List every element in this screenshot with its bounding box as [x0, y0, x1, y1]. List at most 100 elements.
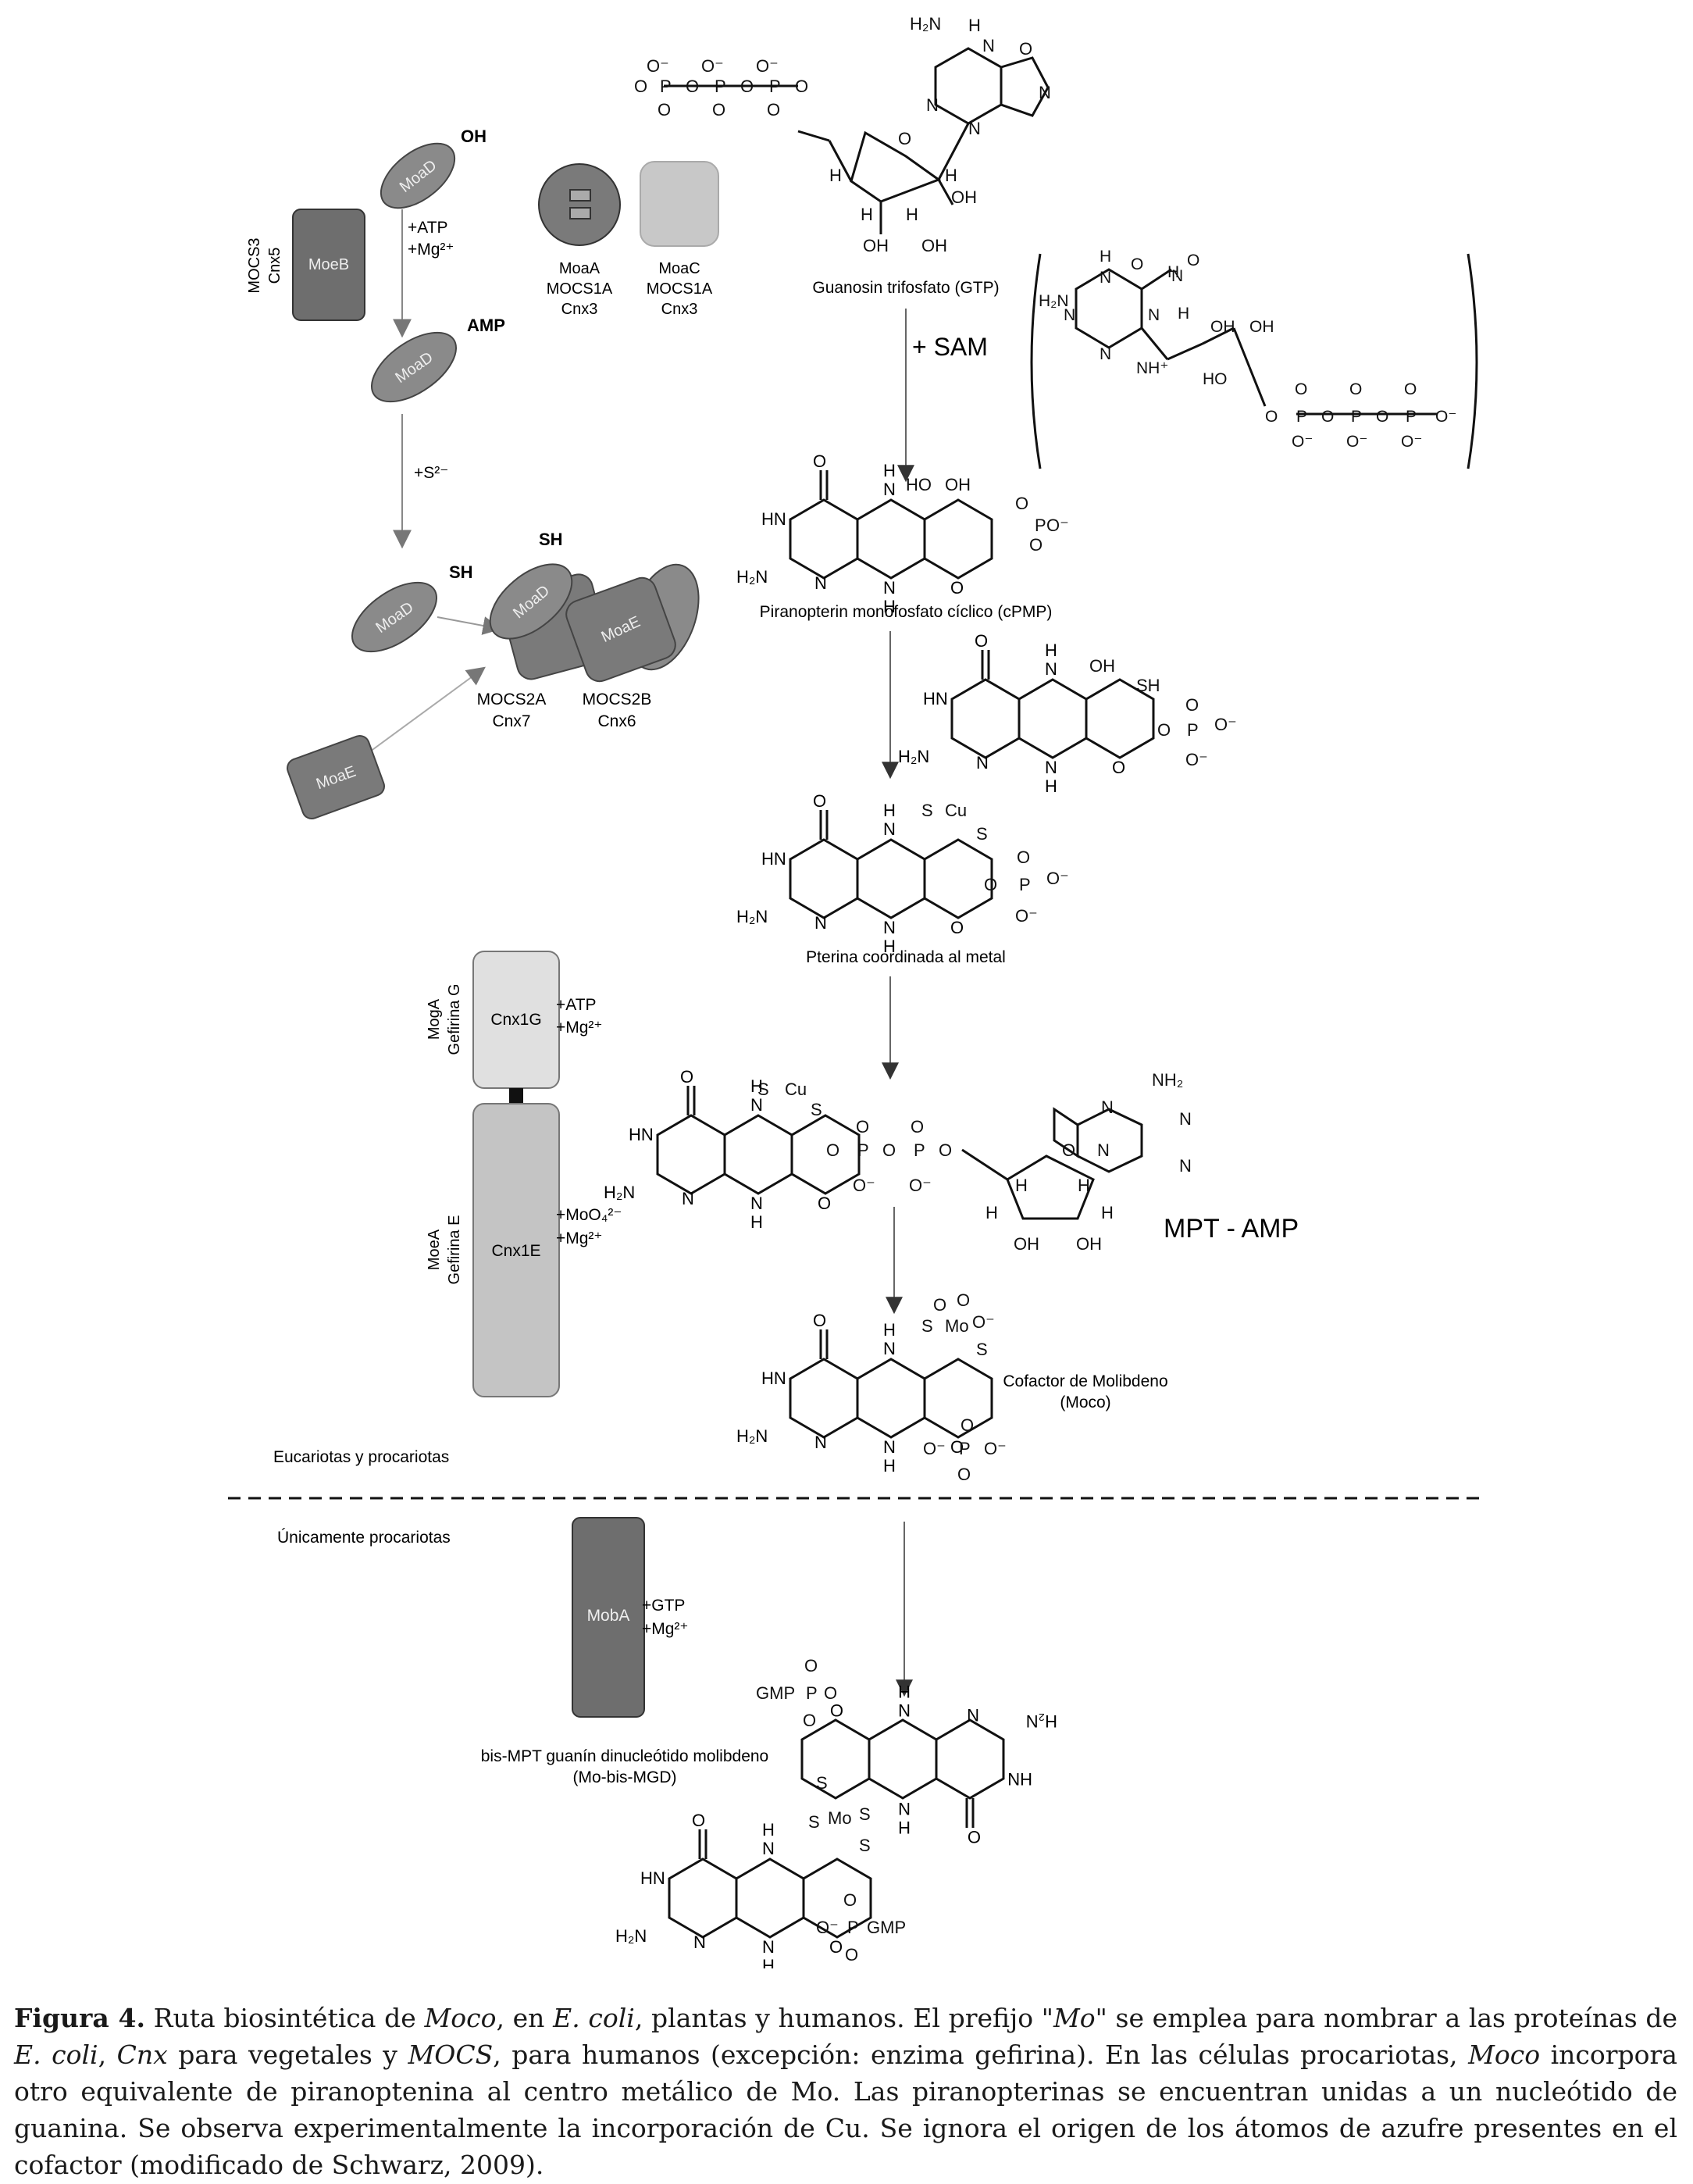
svg-text:O⁻: O⁻ — [1292, 433, 1313, 451]
moco-name-2: (Moco) — [1060, 1394, 1110, 1411]
moaA-label: MoaA — [559, 260, 601, 277]
gefirina-g-label: Gefirina G — [446, 983, 463, 1055]
svg-text:O: O — [845, 1945, 858, 1965]
svg-text:H₂N: H₂N — [1039, 292, 1068, 310]
svg-text:OH: OH — [863, 236, 889, 255]
svg-text:P: P — [914, 1140, 925, 1160]
svg-text:N: N — [1039, 83, 1051, 102]
svg-text:O⁻: O⁻ — [1346, 433, 1367, 451]
svg-text:O: O — [984, 875, 997, 894]
pterina-name: Pterina coordinada al metal — [806, 948, 1006, 966]
svg-text:O: O — [686, 77, 699, 96]
svg-text:O⁻: O⁻ — [984, 1439, 1007, 1458]
svg-text:S: S — [976, 1340, 988, 1359]
svg-text:O: O — [803, 1711, 816, 1730]
mgd-name-1: bis-MPT guanín dinucleótido molibdeno — [481, 1747, 769, 1765]
svg-text:P: P — [1296, 408, 1307, 426]
moaA-mocs-label: MOCS1A — [547, 280, 613, 298]
moco-name-1: Cofactor de Molibdeno — [1003, 1372, 1167, 1390]
caption-text-8: incorpora otro equivalente de piranopten… — [14, 2039, 1677, 2180]
caption-ecoli-2: E. coli — [14, 2039, 98, 2070]
svg-text:O: O — [1404, 380, 1417, 398]
figure-caption: Figura 4. Ruta biosintética de Moco, en … — [14, 2000, 1677, 2183]
svg-text:S: S — [816, 1773, 828, 1793]
mobA-gtp: +GTP — [642, 1597, 685, 1615]
caption-text-3: , plantas y humanos. El prefijo " — [634, 2003, 1053, 2033]
sh-label-1: SH — [449, 562, 473, 582]
svg-text:P: P — [715, 77, 726, 96]
mgd-name-2: (Mo-bis-MGD) — [573, 1768, 677, 1786]
svg-text:OH: OH — [1076, 1234, 1102, 1254]
svg-text:O⁻: O⁻ — [647, 56, 669, 76]
svg-text:S: S — [921, 1316, 933, 1336]
svg-text:O: O — [740, 77, 754, 96]
svg-text:OH: OH — [1210, 318, 1235, 336]
svg-text:O⁻: O⁻ — [1185, 750, 1208, 769]
moaC-protein: MoaC MOCS1A Cnx3 — [640, 161, 719, 318]
svg-text:O: O — [961, 1415, 974, 1435]
svg-text:O: O — [1187, 252, 1199, 269]
mpt-amp-label: MPT - AMP — [1164, 1214, 1299, 1244]
mptamp-pterin — [602, 1065, 861, 1233]
cnx6-label: Cnx6 — [597, 712, 636, 730]
svg-text:O: O — [1019, 39, 1032, 59]
amp-label: AMP — [467, 316, 505, 335]
svg-text:P: P — [1351, 408, 1362, 426]
svg-text:O: O — [1015, 494, 1028, 513]
mgd-lower — [614, 1809, 872, 1968]
svg-text:N: N — [968, 119, 981, 138]
caption-text-2: , en — [496, 2003, 554, 2033]
gtp-structure — [664, 47, 1050, 234]
atp-label: +ATP — [408, 219, 448, 237]
svg-text:Cu: Cu — [945, 801, 967, 820]
svg-text:Mo: Mo — [828, 1808, 852, 1828]
svg-text:H: H — [1015, 1176, 1028, 1195]
svg-text:O: O — [1017, 848, 1030, 867]
svg-text:H: H — [968, 16, 981, 35]
moaC-label: MoaC — [658, 260, 700, 277]
svg-text:H: H — [1178, 305, 1189, 323]
svg-text:H: H — [906, 205, 918, 224]
svg-text:O⁻: O⁻ — [909, 1176, 932, 1195]
mocs3-label: MOCS3 — [246, 237, 263, 293]
svg-text:S: S — [921, 801, 933, 820]
moeB-label: MoeB — [308, 256, 349, 273]
svg-text:O: O — [1265, 408, 1278, 426]
svg-text:O: O — [856, 1117, 869, 1137]
svg-text:O⁻: O⁻ — [1046, 516, 1069, 535]
svg-text:OH: OH — [1014, 1234, 1039, 1254]
cnx1e-protein: Cnx1E MoeA Gefirina E +MoO₄²⁻ +Mg²⁺ — [426, 1103, 622, 1397]
svg-text:SH: SH — [1136, 676, 1160, 695]
caption-figure-number: Figura 4. — [14, 2003, 145, 2033]
svg-text:O: O — [712, 100, 725, 120]
svg-text:O: O — [634, 77, 647, 96]
gtp-name: Guanosin trifosfato (GTP) — [812, 279, 999, 297]
caption-cnx: Cnx — [116, 2039, 168, 2070]
svg-text:O: O — [824, 1683, 837, 1703]
mptamp-sugar — [961, 1107, 1143, 1220]
cnx1g-atp: +ATP — [556, 996, 597, 1014]
svg-text:O⁻: O⁻ — [701, 56, 724, 76]
svg-text:S: S — [811, 1100, 822, 1119]
svg-text:P: P — [806, 1683, 818, 1703]
svg-text:S: S — [808, 1812, 820, 1832]
sam-label: + SAM — [912, 333, 988, 361]
svg-text:OH: OH — [1089, 656, 1115, 676]
svg-text:N: N — [1171, 267, 1183, 285]
svg-text:O: O — [1029, 535, 1043, 555]
svg-text:GMP: GMP — [756, 1683, 795, 1703]
svg-text:O: O — [1131, 255, 1143, 273]
svg-text:O: O — [795, 77, 808, 96]
sulfide-label: +S²⁻ — [414, 464, 448, 482]
svg-text:H: H — [945, 166, 957, 185]
svg-text:H: H — [1100, 248, 1111, 266]
svg-text:N: N — [1100, 269, 1111, 287]
caption-text-5: , — [98, 2039, 117, 2070]
svg-text:O: O — [1185, 695, 1199, 715]
caption-mo: Mo — [1053, 2003, 1096, 2033]
mobA-mg: +Mg²⁺ — [642, 1620, 689, 1638]
svg-text:P: P — [660, 77, 672, 96]
